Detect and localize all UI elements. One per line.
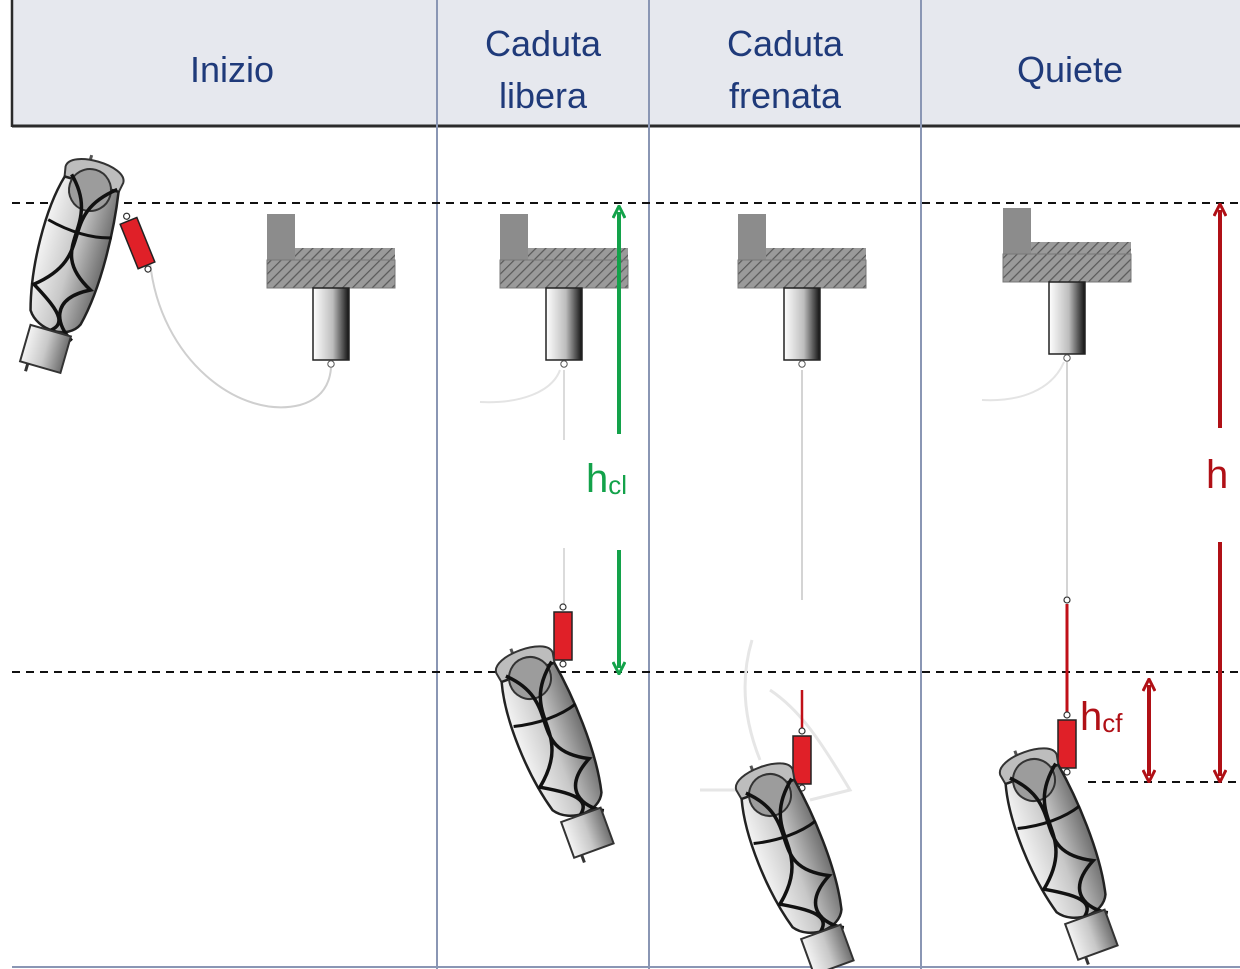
header-col-caduta-libera-line2: libera: [499, 75, 588, 116]
energy-absorber-inizio: [116, 209, 159, 276]
label-h-cl: hcl: [586, 457, 627, 501]
scene-inizio: [2, 146, 396, 409]
scene-caduta-libera: hcl: [479, 212, 630, 872]
person-caduta-libera: [484, 632, 630, 872]
header-col-caduta-frenata-line2: frenata: [729, 75, 842, 116]
header-col-caduta-libera-line1: Caduta: [485, 23, 602, 64]
energy-absorber-caduta-libera: [553, 603, 573, 668]
ghost-lanyard-quiete: [981, 361, 1065, 402]
header-col-inizio: Inizio: [190, 49, 274, 90]
header-col-caduta-frenata-line1: Caduta: [727, 23, 844, 64]
scene-caduta-frenata: [700, 213, 870, 969]
ghost-person-caduta-frenata: [700, 639, 853, 802]
person-inizio: [2, 146, 134, 386]
lanyard-inizio: [149, 261, 332, 409]
ghost-lanyard-caduta-libera: [479, 369, 561, 404]
label-h-cf: hcf: [1080, 695, 1123, 739]
column-dividers: [436, 0, 922, 969]
label-h: h: [1206, 453, 1228, 497]
header-col-quiete: Quiete: [1017, 49, 1123, 90]
person-quiete: [988, 734, 1134, 969]
scene-quiete: h hcf: [981, 207, 1228, 969]
energy-absorber-quiete: [1057, 711, 1077, 776]
anchor-point-quiete: [1002, 207, 1132, 362]
anchor-point-inizio: [266, 213, 396, 368]
anchor-point-caduta-libera: [499, 213, 629, 368]
header-row: Inizio Caduta libera Caduta frenata Quie…: [10, 0, 1240, 128]
anchor-point-caduta-frenata: [737, 213, 867, 368]
header-background: [12, 0, 1240, 127]
